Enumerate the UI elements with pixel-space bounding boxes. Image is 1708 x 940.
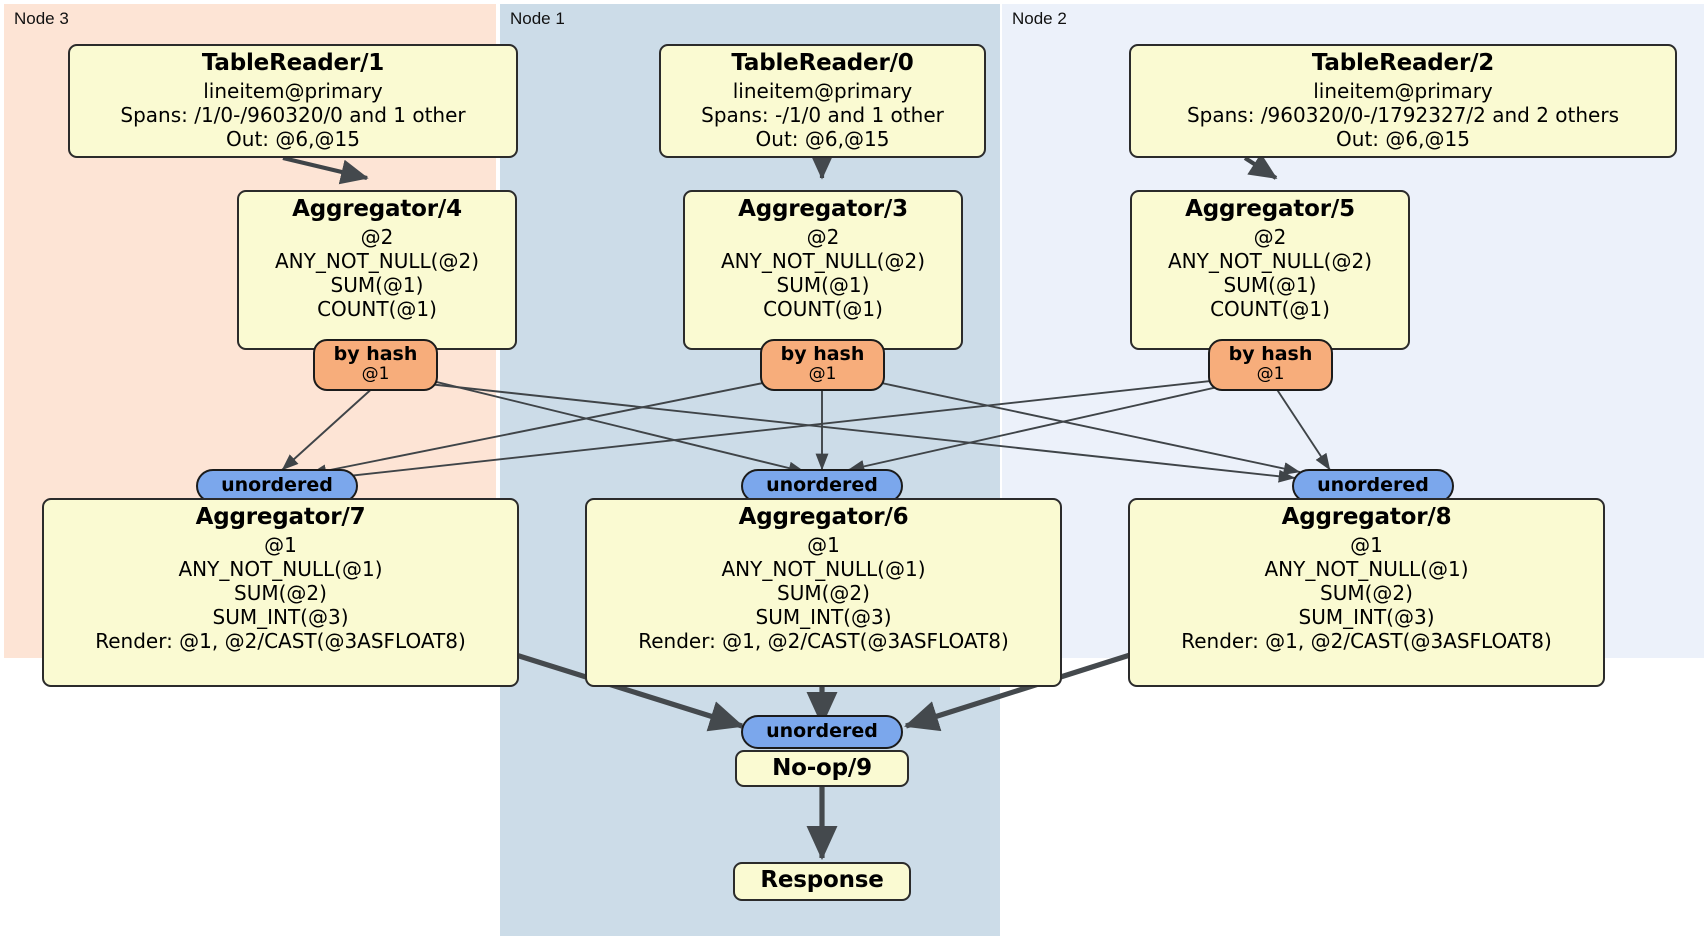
processor-line: Spans: /1/0-/960320/0 and 1 other [120,102,466,127]
processor-line: @2 [360,224,394,249]
processor-line: Out: @6,@15 [226,126,360,151]
processor-line: Render: @1, @2/CAST(@3ASFLOAT8) [95,628,466,653]
synchronizer-badge-unordered-left[interactable]: unordered [196,469,358,503]
processor-aggregator-5[interactable]: Aggregator/5 @2 ANY_NOT_NULL(@2) SUM(@1)… [1130,190,1410,350]
processor-line: Out: @6,@15 [1336,126,1470,151]
processor-table-reader-1[interactable]: TableReader/1 lineitem@primary Spans: /1… [68,44,518,158]
processor-title: Aggregator/5 [1185,196,1355,222]
processor-line: SUM_INT(@3) [755,604,892,629]
processor-line: Render: @1, @2/CAST(@3ASFLOAT8) [1181,628,1552,653]
router-badge-by-hash-center[interactable]: by hash @1 [760,339,885,391]
processor-title: Aggregator/4 [292,196,462,222]
processor-line: ANY_NOT_NULL(@2) [1168,248,1372,273]
processor-aggregator-3[interactable]: Aggregator/3 @2 ANY_NOT_NULL(@2) SUM(@1)… [683,190,963,350]
synchronizer-badge-label: unordered [766,474,878,496]
processor-aggregator-8[interactable]: Aggregator/8 @1 ANY_NOT_NULL(@1) SUM(@2)… [1128,498,1605,687]
processor-line: SUM_INT(@3) [1298,604,1435,629]
processor-line: SUM(@2) [234,580,327,605]
processor-line: SUM(@1) [1223,272,1317,297]
processor-line: @2 [1253,224,1287,249]
router-badge-column: @1 [361,364,390,385]
processor-line: COUNT(@1) [317,296,437,321]
processor-noop-9[interactable]: No-op/9 [735,750,909,787]
processor-line: lineitem@primary [732,78,913,103]
processor-line: Spans: /960320/0-/1792327/2 and 2 others [1186,102,1619,127]
router-badge-by-hash-right[interactable]: by hash @1 [1208,339,1333,391]
processor-line: Out: @6,@15 [755,126,890,151]
processor-aggregator-6[interactable]: Aggregator/6 @1 ANY_NOT_NULL(@1) SUM(@2)… [585,498,1062,687]
processor-title: Aggregator/7 [195,504,366,530]
processor-line: @1 [264,532,297,557]
processor-line: Spans: -/1/0 and 1 other [701,102,944,127]
router-badge-label: by hash [333,343,418,365]
processor-line: ANY_NOT_NULL(@1) [178,556,383,581]
processor-line: SUM(@2) [777,580,870,605]
processor-title: No-op/9 [772,755,872,781]
synchronizer-badge-unordered-final[interactable]: unordered [741,715,903,749]
processor-table-reader-0[interactable]: TableReader/0 lineitem@primary Spans: -/… [659,44,986,158]
synchronizer-badge-label: unordered [221,474,333,496]
processor-title: TableReader/1 [201,50,385,76]
router-badge-label: by hash [780,343,865,365]
processor-title: Response [760,867,884,893]
processor-line: ANY_NOT_NULL(@2) [721,248,925,273]
processor-line: SUM(@1) [330,272,424,297]
node-panel-label-node1: Node 1 [510,9,565,28]
processor-line: @1 [807,532,840,557]
synchronizer-badge-unordered-center[interactable]: unordered [741,469,903,503]
processor-line: ANY_NOT_NULL(@1) [721,556,926,581]
processor-title: TableReader/2 [1311,50,1495,76]
processor-title: Aggregator/3 [738,196,908,222]
processor-aggregator-4[interactable]: Aggregator/4 @2 ANY_NOT_NULL(@2) SUM(@1)… [237,190,517,350]
processor-aggregator-7[interactable]: Aggregator/7 @1 ANY_NOT_NULL(@1) SUM(@2)… [42,498,519,687]
processor-line: Render: @1, @2/CAST(@3ASFLOAT8) [638,628,1009,653]
router-badge-label: by hash [1228,343,1313,365]
processor-table-reader-2[interactable]: TableReader/2 lineitem@primary Spans: /9… [1129,44,1677,158]
node-panel-label-node3: Node 3 [14,9,69,28]
processor-line: SUM(@1) [776,272,870,297]
processor-line: @2 [806,224,840,249]
processor-title: TableReader/0 [731,50,914,76]
processor-line: COUNT(@1) [763,296,883,321]
node-panel-label-node2: Node 2 [1012,9,1067,28]
processor-line: lineitem@primary [203,78,383,103]
processor-line: lineitem@primary [1313,78,1493,103]
router-badge-column: @1 [1256,364,1285,385]
processor-title: Aggregator/8 [1281,504,1452,530]
processor-line: ANY_NOT_NULL(@2) [275,248,479,273]
processor-line: SUM(@2) [1320,580,1413,605]
synchronizer-badge-label: unordered [766,720,878,742]
router-badge-by-hash-left[interactable]: by hash @1 [313,339,438,391]
processor-line: ANY_NOT_NULL(@1) [1264,556,1469,581]
processor-line: COUNT(@1) [1210,296,1330,321]
processor-line: SUM_INT(@3) [212,604,349,629]
synchronizer-badge-label: unordered [1317,474,1429,496]
processor-response[interactable]: Response [733,862,911,901]
processor-title: Aggregator/6 [738,504,909,530]
processor-line: @1 [1350,532,1383,557]
router-badge-column: @1 [808,364,837,385]
